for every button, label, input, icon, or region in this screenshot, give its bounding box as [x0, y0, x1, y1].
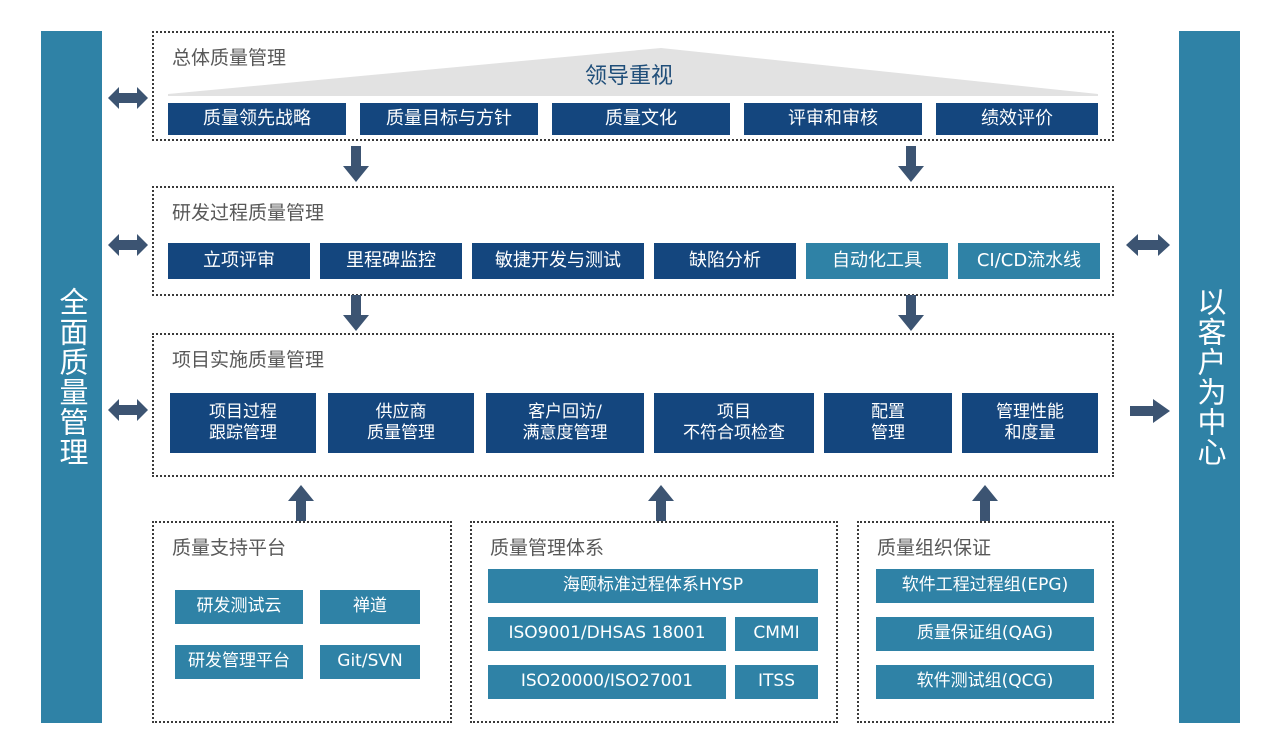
- double-arrow-right-rnd-icon: [1126, 232, 1170, 258]
- up-arrow-system-to-project-icon: [648, 485, 674, 521]
- chip-hysp-standard-process[interactable]: 海颐标准过程体系HYSP: [488, 569, 818, 603]
- down-arrow-rnd-to-project-left-icon: [343, 295, 369, 331]
- sidebar-right-customer-centric: 以客户为中心: [1179, 31, 1240, 723]
- chip-performance-evaluation[interactable]: 绩效评价: [936, 103, 1098, 135]
- sidebar-right-label: 以客户为中心: [1193, 287, 1228, 467]
- chip-customer-visit-satisfaction[interactable]: 客户回访/ 满意度管理: [486, 393, 644, 453]
- chip-qag-quality-assurance-group[interactable]: 质量保证组(QAG): [876, 617, 1094, 651]
- chip-itss[interactable]: ITSS: [735, 665, 818, 699]
- panel-system-title: 质量管理体系: [490, 537, 605, 559]
- chip-quality-culture[interactable]: 质量文化: [552, 103, 730, 135]
- sidebar-left-total-quality-management: 全面质量管理: [41, 31, 102, 723]
- leadership-banner-shape: [168, 48, 1098, 96]
- chip-management-performance-metrics[interactable]: 管理性能 和度量: [962, 393, 1098, 453]
- panel-support-title: 质量支持平台: [172, 537, 287, 559]
- panel-rnd-process-quality-management: 研发过程质量管理: [152, 186, 1114, 296]
- double-arrow-left-overall-icon: [108, 85, 148, 111]
- chip-cicd-pipeline[interactable]: CI/CD流水线: [958, 243, 1100, 279]
- panel-overall-title: 总体质量管理: [172, 47, 287, 69]
- chip-zentao[interactable]: 禅道: [320, 590, 420, 624]
- double-arrow-left-rnd-icon: [108, 232, 148, 258]
- chip-supplier-quality-management[interactable]: 供应商 质量管理: [328, 393, 474, 453]
- chip-rnd-test-cloud[interactable]: 研发测试云: [175, 590, 303, 624]
- chip-rnd-management-platform[interactable]: 研发管理平台: [175, 645, 303, 679]
- chip-agile-dev-and-test[interactable]: 敏捷开发与测试: [472, 243, 644, 279]
- chip-configuration-management[interactable]: 配置 管理: [824, 393, 952, 453]
- chip-iso9001-dhsas18001[interactable]: ISO9001/DHSAS 18001: [488, 617, 726, 651]
- up-arrow-org-to-project-icon: [972, 485, 998, 521]
- panel-org-title: 质量组织保证: [877, 537, 992, 559]
- panel-rnd-title: 研发过程质量管理: [172, 202, 325, 224]
- single-arrow-right-project-icon: [1130, 399, 1170, 423]
- chip-automation-tools[interactable]: 自动化工具: [806, 243, 948, 279]
- chip-qcg-software-test-group[interactable]: 软件测试组(QCG): [876, 665, 1094, 699]
- sidebar-left-label: 全面质量管理: [55, 287, 90, 467]
- chip-cmmi[interactable]: CMMI: [735, 617, 818, 651]
- down-arrow-rnd-to-project-right-icon: [898, 295, 924, 331]
- chip-defect-analysis[interactable]: 缺陷分析: [654, 243, 796, 279]
- chip-git-svn[interactable]: Git/SVN: [320, 645, 420, 679]
- chip-project-nonconformity-check[interactable]: 项目 不符合项检查: [654, 393, 814, 453]
- chip-quality-leading-strategy[interactable]: 质量领先战略: [168, 103, 346, 135]
- chip-quality-goal-policy[interactable]: 质量目标与方针: [360, 103, 538, 135]
- chip-project-process-tracking[interactable]: 项目过程 跟踪管理: [170, 393, 316, 453]
- chip-iso20000-iso27001[interactable]: ISO20000/ISO27001: [488, 665, 726, 699]
- chip-milestone-monitoring[interactable]: 里程碑监控: [320, 243, 462, 279]
- down-arrow-overall-to-rnd-right-icon: [898, 146, 924, 182]
- chip-review-and-audit[interactable]: 评审和审核: [744, 103, 922, 135]
- double-arrow-left-project-icon: [108, 397, 148, 423]
- up-arrow-support-to-project-icon: [288, 485, 314, 521]
- leadership-banner-label: 领导重视: [585, 64, 674, 89]
- chip-project-initiation-review[interactable]: 立项评审: [168, 243, 310, 279]
- panel-project-title: 项目实施质量管理: [172, 349, 325, 371]
- down-arrow-overall-to-rnd-left-icon: [343, 146, 369, 182]
- chip-epg-software-engineering-process-group[interactable]: 软件工程过程组(EPG): [876, 569, 1094, 603]
